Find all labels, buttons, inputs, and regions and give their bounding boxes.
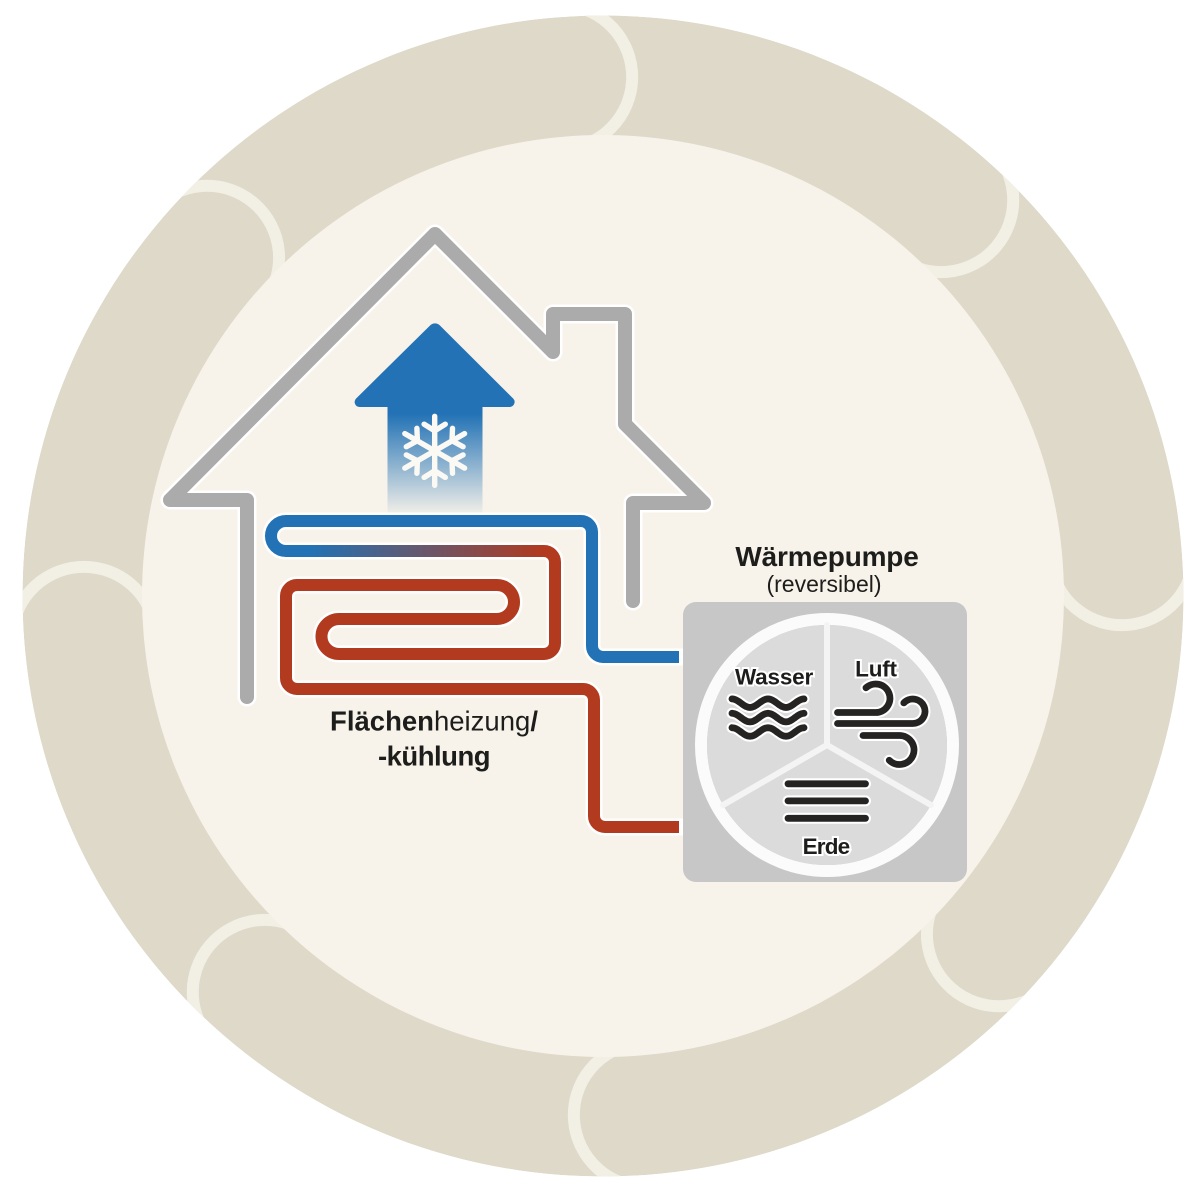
- svg-text:Flächenheizung/: Flächenheizung/: [330, 706, 538, 737]
- svg-text:Luft: Luft: [855, 657, 897, 682]
- svg-text:Wasser: Wasser: [735, 665, 813, 690]
- svg-text:Erde: Erde: [803, 834, 850, 859]
- svg-text:(reversibel): (reversibel): [766, 571, 881, 597]
- svg-text:-kühlung: -kühlung: [378, 741, 490, 772]
- svg-text:Wärmepumpe: Wärmepumpe: [735, 541, 918, 572]
